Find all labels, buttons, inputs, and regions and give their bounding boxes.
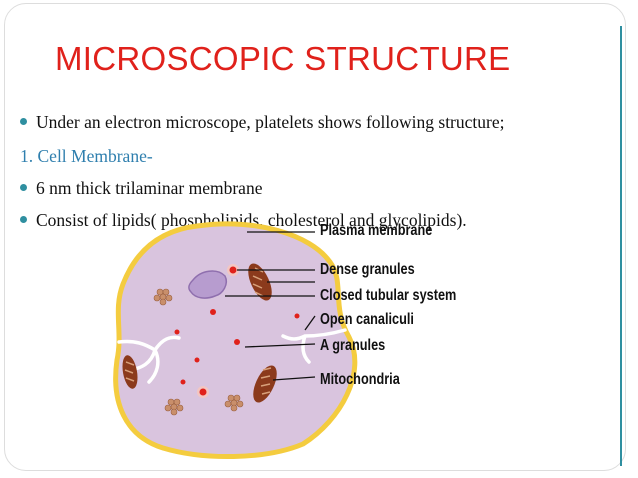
closed-tubular-system-shape <box>188 270 227 299</box>
label-plasma-membrane: Plasma membrane <box>320 222 433 239</box>
dense-granule-shape <box>294 313 300 319</box>
label-mitochondria: Mitochondria <box>320 371 400 388</box>
bullet-icon <box>20 118 27 126</box>
dense-granule-shape <box>194 357 200 363</box>
mitochondrion-shape <box>253 365 277 403</box>
platelet-diagram <box>113 221 358 460</box>
leader-line-open-canaliculi <box>304 315 316 331</box>
slide-title: MICROSCOPIC STRUCTURE <box>55 40 511 77</box>
bullet-icon <box>20 216 27 224</box>
bullet-item: 6 nm thick trilaminar membrane <box>20 178 262 199</box>
leader-line-mitochondria <box>272 376 316 381</box>
dense-granule-shape <box>197 386 209 398</box>
dense-granule-shape <box>174 329 180 335</box>
leader-lines <box>225 231 316 381</box>
bullet-icon <box>20 184 27 192</box>
bullet-text: 6 nm thick trilaminar membrane <box>36 178 263 198</box>
slide-accent-rule <box>620 26 622 466</box>
numbered-item: 1. Cell Membrane- <box>20 146 153 167</box>
label-closed-tubular-system: Closed tubular system <box>320 287 457 304</box>
dense-granule-shape <box>210 309 216 315</box>
dense-granule-shape <box>180 379 186 385</box>
a-granule-cluster <box>153 288 173 306</box>
bullet-text: Under an electron microscope, platelets … <box>36 112 505 132</box>
a-granule-cluster <box>164 398 184 416</box>
bullet-item: Consist of lipids( phospholipids, choles… <box>20 210 467 231</box>
bullet-item: Under an electron microscope, platelets … <box>20 112 504 133</box>
dense-granule-shape <box>227 264 239 276</box>
label-open-canaliculi: Open canaliculi <box>320 311 414 328</box>
mitochondrion-shape <box>122 355 138 389</box>
numbered-text: 1. Cell Membrane- <box>20 146 153 166</box>
open-canaliculi-shape <box>281 328 347 364</box>
open-canaliculi-shape <box>117 335 181 384</box>
leader-line-a-granules <box>244 343 316 348</box>
dense-granule-shape <box>234 339 240 345</box>
a-granule-cluster <box>224 394 244 412</box>
label-a-granules: A granules <box>320 337 386 354</box>
label-dense-granules: Dense granules <box>320 261 415 278</box>
bullet-text: Consist of lipids( phospholipids, choles… <box>36 210 467 230</box>
